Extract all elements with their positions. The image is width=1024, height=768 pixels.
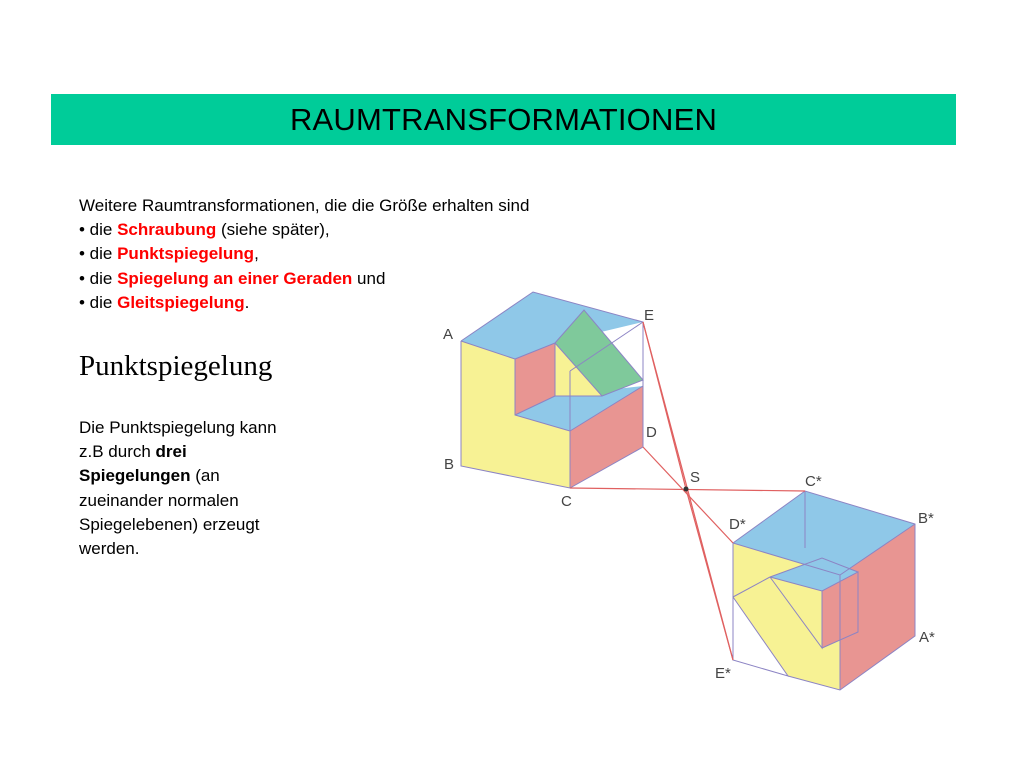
label-e-star: E* — [715, 665, 731, 682]
cube-edge — [569, 321, 644, 372]
construction-lines — [569, 321, 806, 661]
description-text: z.B durch — [79, 442, 156, 462]
notch-face-red — [515, 343, 555, 415]
label-b-star: B* — [918, 510, 934, 527]
slide-title: RAUMTRANSFORMATIONEN — [289, 101, 718, 137]
description-line: Spiegelungen (an — [79, 464, 329, 488]
cube-edge — [732, 543, 790, 677]
description-bold: Spiegelungen — [79, 466, 191, 486]
list-item-prefix: • die — [79, 292, 118, 312]
list-item-schraubung: • die Schraubung (siehe später), — [79, 218, 639, 242]
cube-edge — [732, 490, 916, 691]
list-item-prefix: • die — [79, 220, 118, 240]
cube-face-blue — [461, 292, 643, 359]
cube-face-green — [555, 310, 643, 396]
intro-text: Weitere Raumtransformationen, die die Gr… — [79, 194, 639, 315]
highlight-term: Gleitspiegelung — [117, 292, 245, 312]
list-item-prefix: • die — [79, 244, 118, 264]
cube-edge — [554, 309, 644, 397]
description-line: Spiegelebenen) erzeugt — [79, 514, 260, 534]
label-s: S — [690, 469, 700, 486]
intro-heading: Weitere Raumtransformationen, die die Gr… — [79, 196, 530, 215]
list-item-punktspiegelung: • die Punktspiegelung, — [79, 242, 639, 266]
highlight-term: Spiegelung an einer Geraden — [117, 268, 353, 288]
cube-edge — [732, 576, 771, 598]
label-b: B — [444, 456, 454, 473]
description-bold: drei — [155, 442, 187, 462]
line-s-to-e-star — [685, 488, 734, 661]
label-e: E — [644, 307, 654, 324]
label-a: A — [443, 326, 453, 343]
section-description: Die Punktspiegelung kann z.B durch drei … — [79, 416, 329, 561]
point-labels: A B C D E S C* B* D* A* E* — [443, 307, 935, 682]
reflected-cube — [732, 490, 916, 691]
cube-edge — [569, 385, 644, 432]
description-text: (an — [190, 466, 220, 486]
list-item-suffix: (siehe später), — [216, 220, 330, 240]
list-item-suffix: , — [254, 244, 259, 264]
list-item-suffix: und — [352, 268, 386, 288]
section-heading: Punktspiegelung — [79, 350, 273, 382]
label-c: C — [561, 493, 572, 510]
notch-face-blue — [515, 386, 643, 431]
cube-face-red — [840, 524, 915, 690]
cube-face-blue — [733, 491, 915, 575]
label-d-star: D* — [729, 516, 746, 533]
original-cube — [460, 291, 644, 489]
cube-face-red — [570, 386, 643, 488]
cube-edge — [514, 342, 556, 416]
label-d: D — [646, 424, 657, 441]
description-line: z.B durch drei — [79, 440, 329, 464]
label-a-star: A* — [919, 629, 935, 646]
cube-face-yellow — [461, 341, 570, 488]
description-line: werden. — [79, 539, 140, 559]
description-line: zueinander normalen — [79, 490, 239, 510]
highlight-term: Punktspiegelung — [117, 244, 255, 264]
title-bar: RAUMTRANSFORMATIONEN — [51, 94, 956, 145]
cube-edge — [821, 572, 859, 649]
description-line: Die Punktspiegelung kann — [79, 418, 277, 437]
line-e-to-e-star-2 — [642, 321, 687, 490]
cube-edges — [732, 490, 916, 691]
list-item-gleitspiegelung: • die Gleitspiegelung. — [79, 291, 639, 315]
list-item-prefix: • die — [79, 268, 118, 288]
highlight-term: Schraubung — [117, 220, 217, 240]
label-c-star: C* — [805, 473, 822, 490]
list-item-suffix: . — [244, 292, 250, 312]
list-item-spiegelung-gerade: • die Spiegelung an einer Geraden und — [79, 267, 639, 291]
center-point-s — [683, 486, 689, 492]
